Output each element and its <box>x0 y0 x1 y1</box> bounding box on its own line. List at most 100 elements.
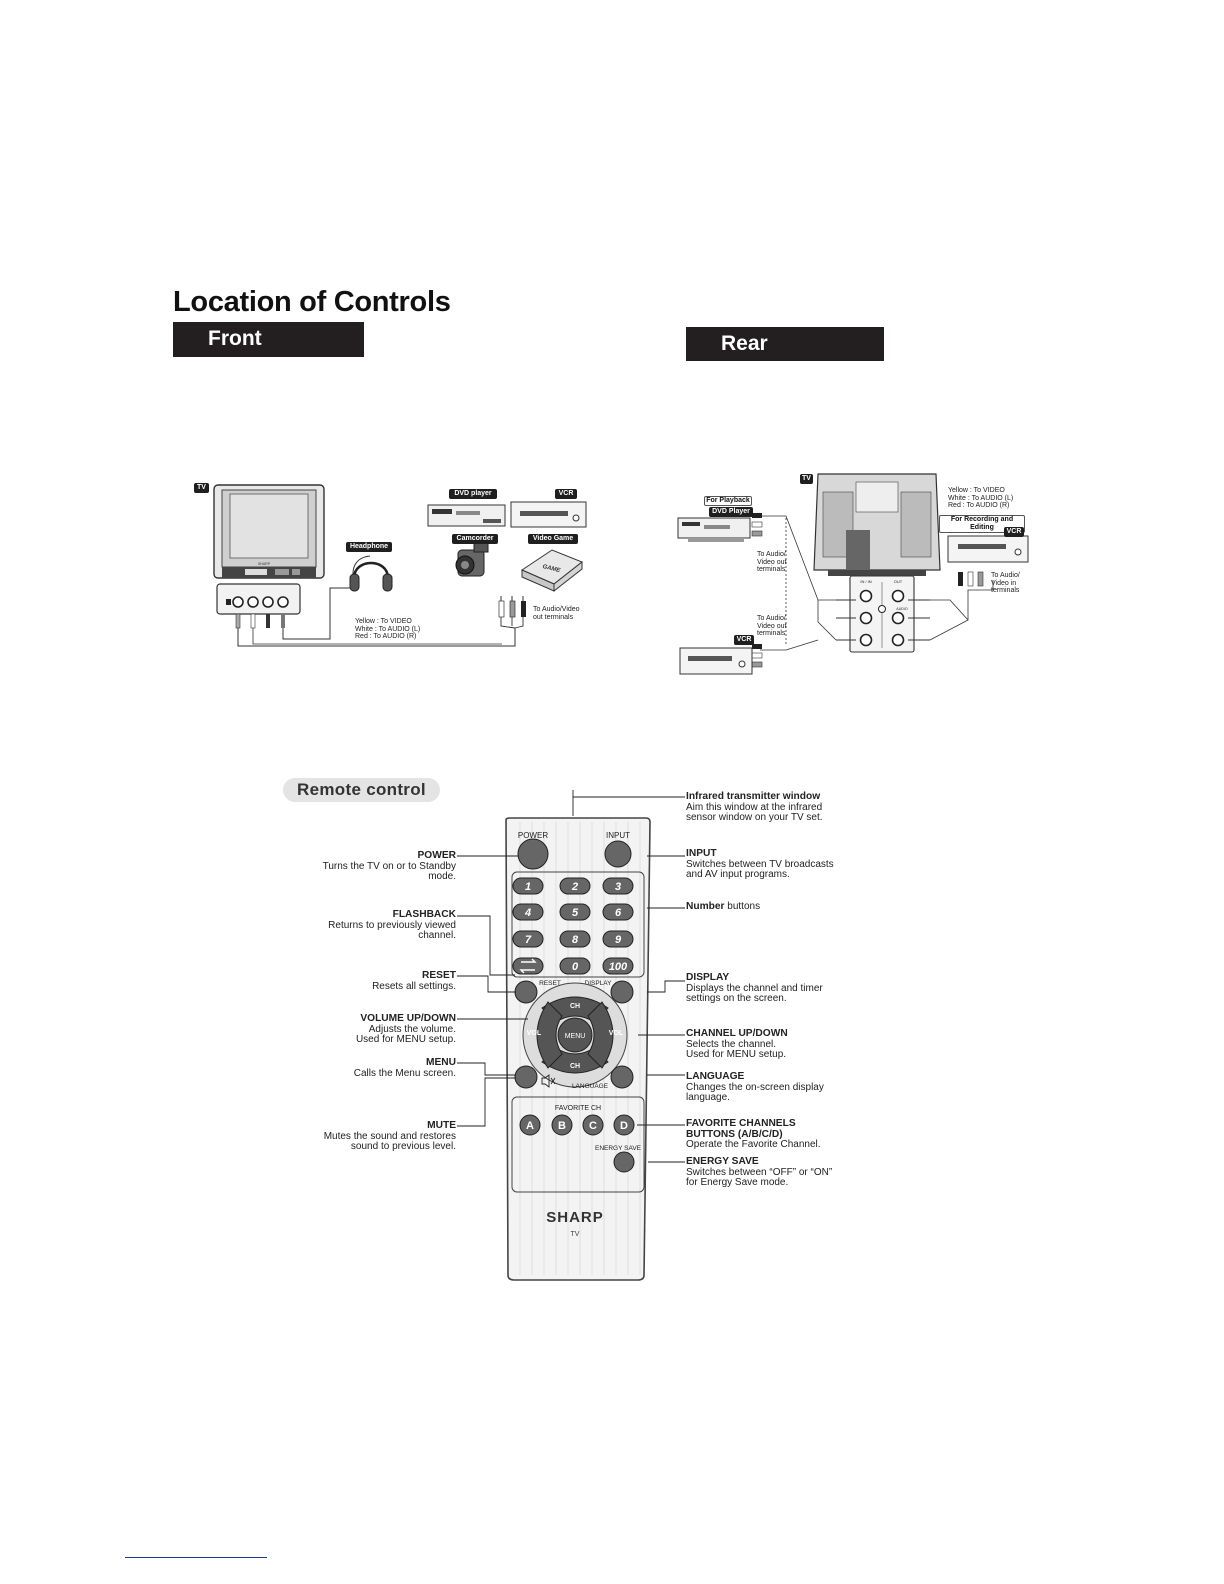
number-button-4[interactable] <box>512 903 544 921</box>
note-line: terminals <box>991 587 1020 595</box>
number-button-3-label: 3 <box>615 881 621 893</box>
ch-up-label: CH <box>570 1003 580 1010</box>
number-button-100-label: 100 <box>609 961 628 973</box>
number-button-1[interactable] <box>512 877 544 895</box>
callout-heading: ENERGY SAVE <box>686 1156 759 1167</box>
favorite-button-label: C <box>589 1120 597 1132</box>
svg-text:AUDIO: AUDIO <box>896 607 908 611</box>
energy-save-button[interactable] <box>613 1151 635 1173</box>
headphone-tag: Headphone <box>346 542 392 552</box>
page-title: Location of Controls <box>173 286 451 318</box>
rear-vcr-right <box>947 535 1029 563</box>
camcorder-illustration <box>455 541 489 577</box>
volume-up-button[interactable] <box>587 1001 614 1069</box>
legend-line: Yellow : To VIDEO <box>948 487 1005 494</box>
note-line: To Audio/Video <box>533 606 580 613</box>
note-line: To Audio/ <box>991 572 1020 579</box>
callout-line: sound to previous level. <box>350 1141 456 1152</box>
legend-line: Red : To AUDIO (R) <box>948 502 1010 510</box>
footer-rule <box>125 1557 267 1558</box>
front-tv-tag: TV <box>194 483 209 493</box>
menu-button[interactable] <box>557 1017 593 1053</box>
legend-line: Red : To AUDIO (R) <box>355 633 417 641</box>
callout-channel: CHANNEL UP/DOWN Selects the channel. Use… <box>686 1028 876 1061</box>
legend-line: White : To AUDIO (L) <box>355 625 421 633</box>
callout-line: buttons <box>724 901 761 912</box>
video-game-tag: Video Game <box>528 534 578 544</box>
callout-language: LANGUAGE Changes the on-screen display l… <box>686 1071 876 1104</box>
callout-line: Operate the Favorite Channel. <box>686 1139 821 1150</box>
remote-control-label: Remote control <box>283 778 440 802</box>
callout-line: Resets all settings. <box>372 980 456 992</box>
number-button-0[interactable] <box>559 957 591 975</box>
number-button-8[interactable] <box>559 930 591 948</box>
callout-line: Aim this window at the infrared <box>686 801 823 813</box>
number-button-3[interactable] <box>602 877 634 895</box>
game-console-illustration: GAME <box>520 549 583 593</box>
front-tv-screen <box>229 493 309 559</box>
callout-infrared: Infrared transmitter window Aim this win… <box>686 791 876 824</box>
note-line: terminals <box>757 566 786 574</box>
callout-line: settings on the screen. <box>686 993 787 1004</box>
callout-line: Selects the channel. <box>686 1038 777 1050</box>
number-button-5[interactable] <box>559 903 591 921</box>
note-line: out terminals <box>533 613 574 621</box>
input-label: INPUT <box>606 831 630 840</box>
number-button-100[interactable] <box>602 957 634 975</box>
language-button[interactable] <box>610 1065 634 1089</box>
display-button[interactable] <box>610 980 634 1004</box>
callout-leader-lines <box>457 790 685 1163</box>
callout-energy-save: ENERGY SAVE Switches between “OFF” or “O… <box>686 1156 876 1189</box>
favorite-button-b[interactable] <box>551 1114 573 1136</box>
note-line: Video in <box>991 579 1017 587</box>
headphone-band <box>352 561 390 579</box>
note-line: To Audio/ <box>757 551 786 558</box>
front-diagram-svg: SHARP <box>213 484 587 647</box>
front-av-plugs <box>498 596 526 629</box>
callout-heading: MENU <box>426 1057 456 1068</box>
mute-icon <box>541 1074 556 1088</box>
callout-line: Turns the TV on or to Standby <box>322 860 456 872</box>
callout-line: Mutes the sound and restores <box>323 1130 456 1142</box>
callout-menu: MENU Calls the Menu screen. <box>280 1057 456 1079</box>
callout-line: and AV input programs. <box>686 869 790 880</box>
ch-down-label: CH <box>570 1063 580 1070</box>
callout-line: BUTTONS (A/B/C/D) <box>686 1128 783 1140</box>
vol-up-label: VOL <box>609 1030 624 1037</box>
number-button-8-label: 8 <box>572 934 579 946</box>
number-button-6[interactable] <box>602 903 634 921</box>
rear-dvd-player-tag: DVD Player <box>709 507 753 517</box>
favorite-button-label: A <box>526 1120 534 1132</box>
favorite-button-d[interactable] <box>613 1114 635 1136</box>
favorite-button-a[interactable] <box>519 1114 541 1136</box>
note-line: terminals <box>757 630 786 638</box>
mute-button[interactable] <box>514 1065 538 1089</box>
callout-heading: FAVORITE CHANNELS <box>686 1118 796 1129</box>
callout-heading: CHANNEL UP/DOWN <box>686 1028 788 1039</box>
volume-down-button[interactable] <box>536 1001 563 1069</box>
legend-line: White : To AUDIO (L) <box>948 494 1014 502</box>
note-line: Video out <box>757 622 787 630</box>
favorite-ch-label: FAVORITE CH <box>555 1105 601 1112</box>
direction-pad: MENU CH CH VOL VOL <box>522 982 628 1088</box>
number-button-2[interactable] <box>559 877 591 895</box>
callout-heading: Infrared transmitter window <box>686 791 821 802</box>
rear-tv-illustration <box>813 473 941 576</box>
callout-volume: VOLUME UP/DOWN Adjusts the volume. Used … <box>280 1013 456 1046</box>
number-button-4-label: 4 <box>524 907 531 919</box>
flashback-icon <box>519 958 537 974</box>
callout-heading: INPUT <box>686 848 717 859</box>
number-button-9[interactable] <box>602 930 634 948</box>
svg-text:OUT: OUT <box>894 579 903 584</box>
number-button-7[interactable] <box>512 930 544 948</box>
callout-line: mode. <box>428 871 456 882</box>
remote-brand: SHARP <box>546 1209 604 1226</box>
input-button[interactable] <box>604 840 632 868</box>
svg-text:GAME: GAME <box>542 564 562 574</box>
reset-label: RESET <box>539 980 561 987</box>
favorite-button-c[interactable] <box>582 1114 604 1136</box>
power-button[interactable] <box>517 838 549 870</box>
callout-line: language. <box>686 1092 730 1103</box>
keypad-panel <box>511 871 645 978</box>
svg-text:IN / IN: IN / IN <box>860 579 871 584</box>
